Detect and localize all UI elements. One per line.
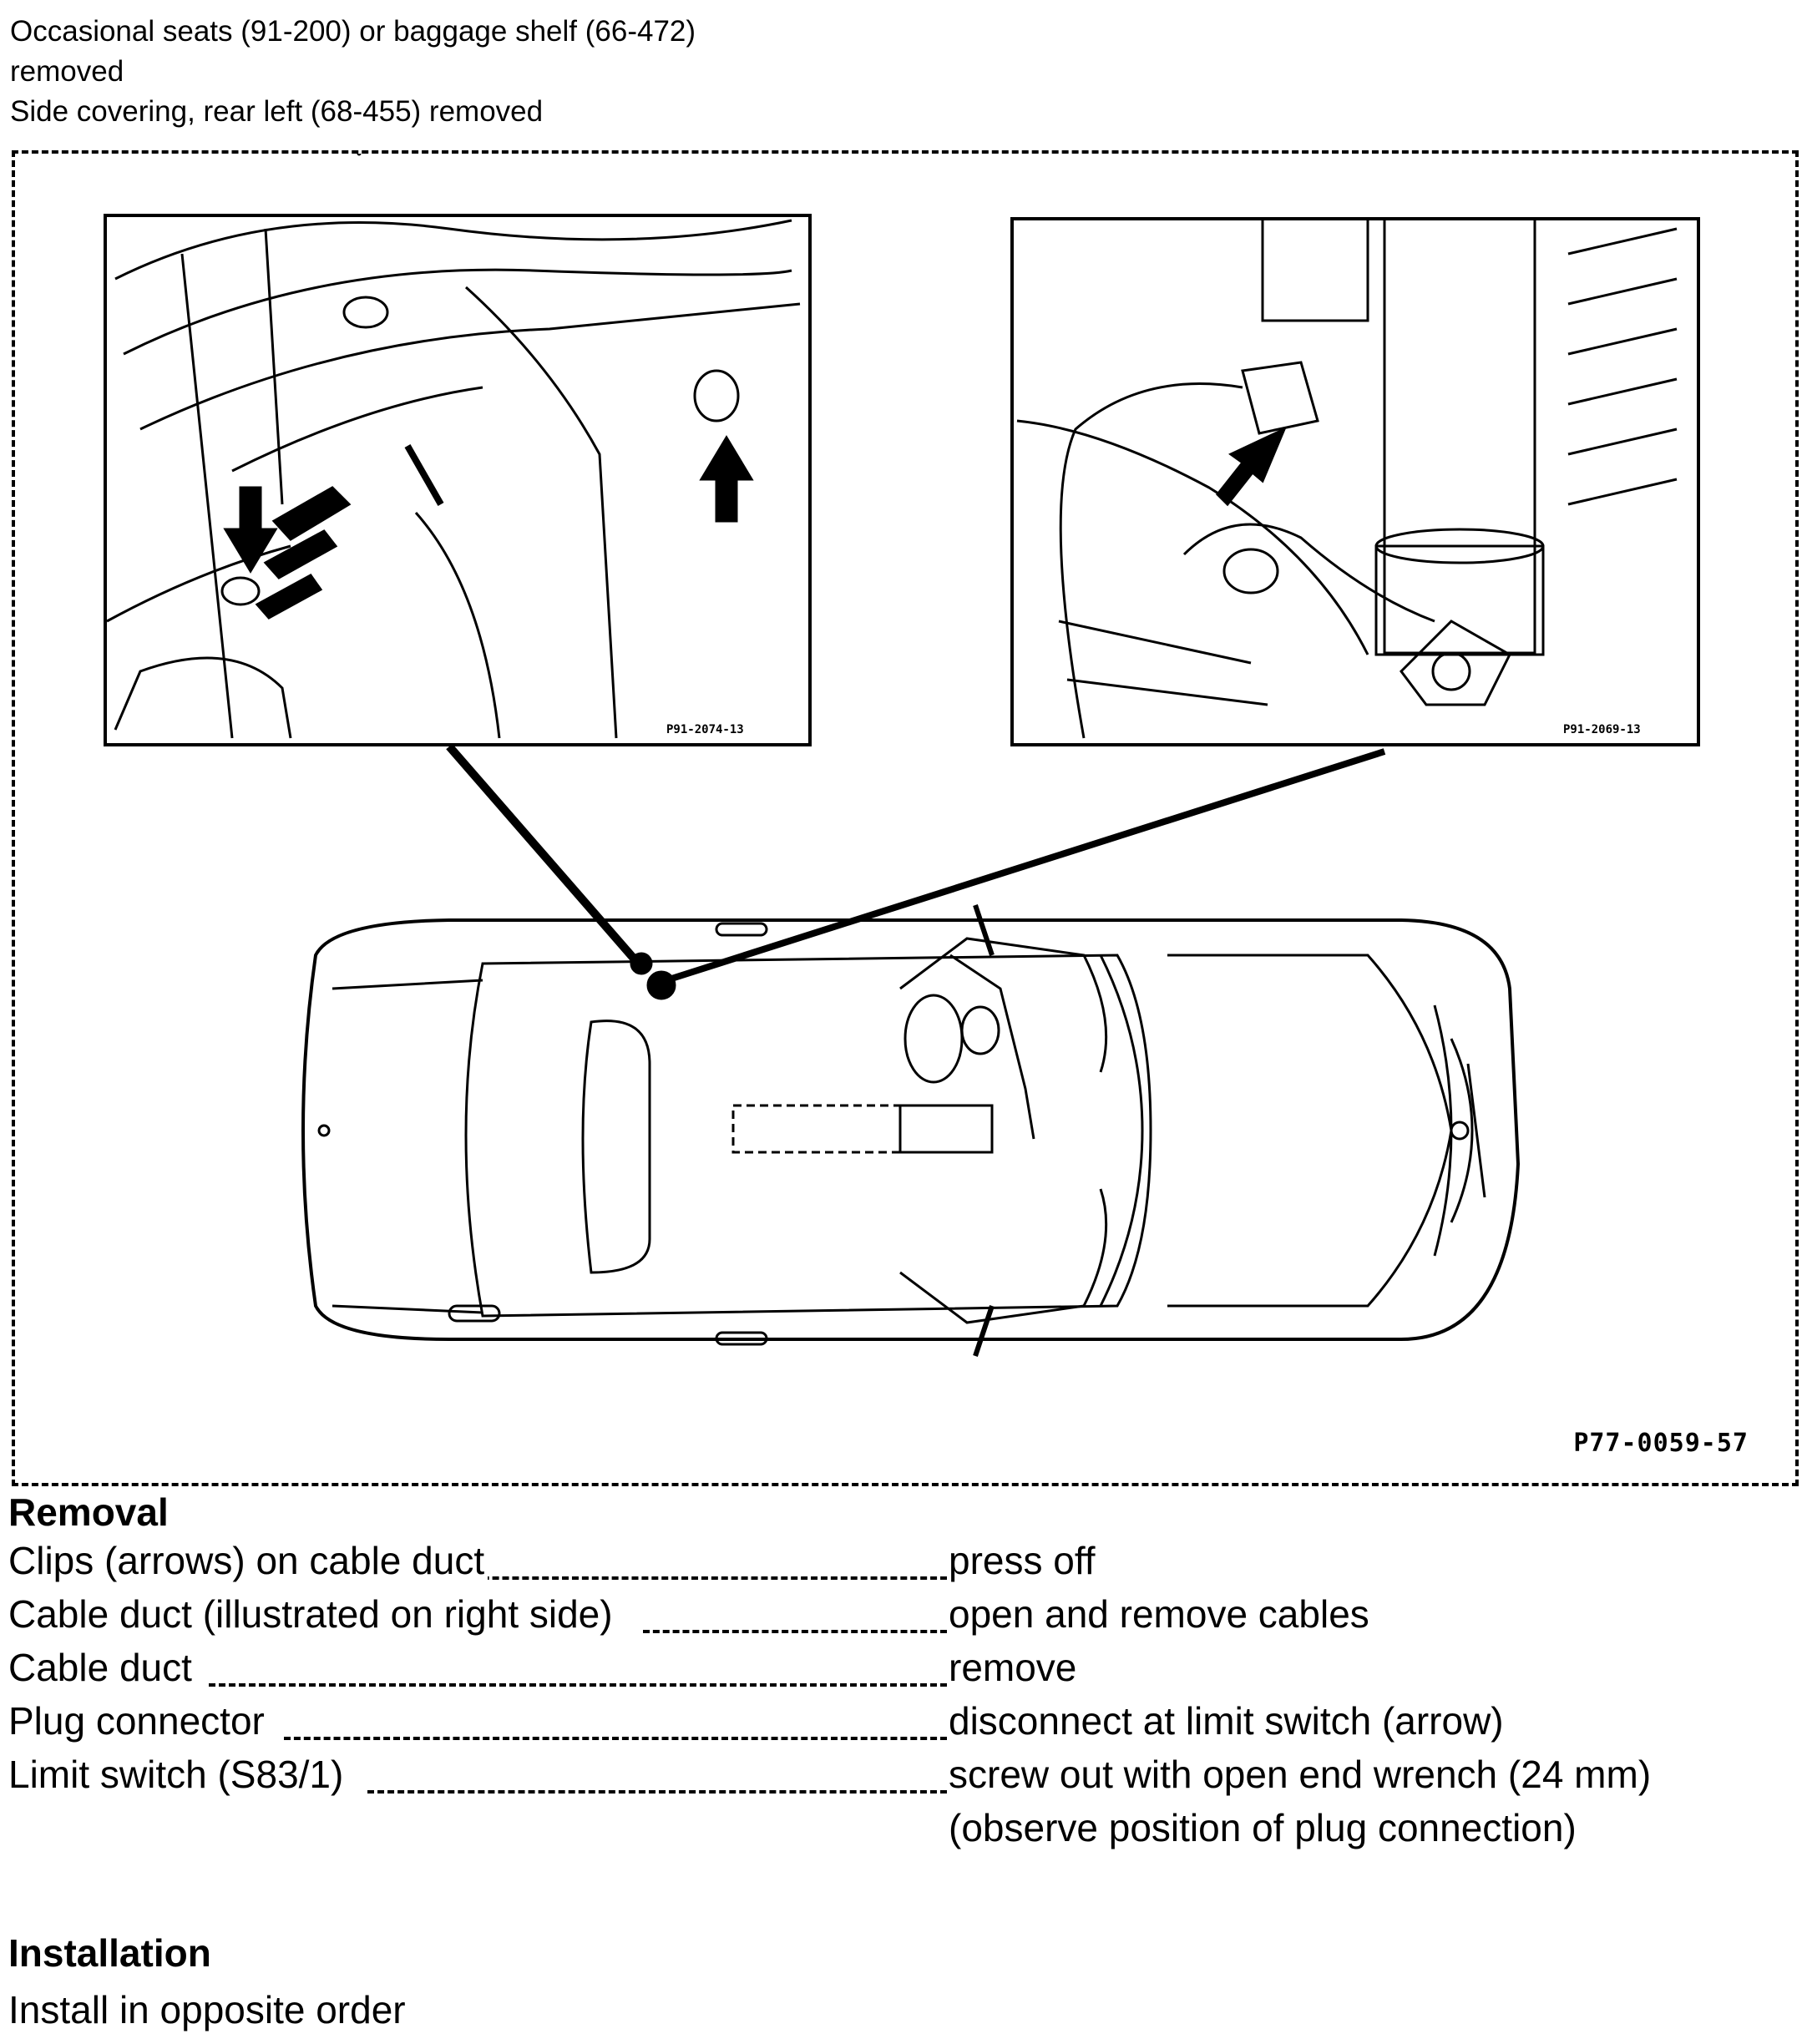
step-action: screw out with open end wrench (24 mm): [949, 1753, 1652, 1796]
step-row: Limit switch (S83/1) screw out with open…: [8, 1752, 1795, 1805]
technical-illustration: P91-2074-13 P91-2069-13: [104, 154, 1700, 1357]
step-action: remove: [949, 1646, 1077, 1689]
illustration-frame: P91-2074-13 P91-2069-13: [12, 150, 1799, 1486]
inset-right-drawing: [1010, 217, 1700, 746]
leader-line-right: [665, 748, 1386, 984]
prerequisite-line: removed: [10, 55, 124, 88]
step-item: Cable duct: [8, 1645, 195, 1690]
installation-heading: Installation: [8, 1931, 211, 1975]
step-item: Limit switch (S83/1): [8, 1752, 347, 1797]
removal-steps: Clips (arrows) on cable duct press off C…: [8, 1538, 1795, 1860]
step-row: Plug connector disconnect at limit switc…: [8, 1698, 1795, 1752]
step-action: press off: [949, 1539, 1096, 1582]
step-action: disconnect at limit switch (arrow): [949, 1699, 1504, 1743]
prerequisite-line: Occasional seats (91-200) or baggage she…: [10, 15, 696, 48]
step-row: Clips (arrows) on cable duct press off: [8, 1538, 1795, 1591]
prerequisite-line: Side covering, rear left (68-455) remove…: [10, 95, 544, 128]
step-action: open and remove cables: [949, 1592, 1369, 1636]
inset-left-drawing: [104, 154, 812, 746]
inset-left-code: P91-2074-13: [666, 723, 744, 736]
leader-dots: [209, 1683, 947, 1687]
step-item: Plug connector: [8, 1698, 268, 1743]
installation-text: Install in opposite order: [8, 1988, 406, 2031]
leader-line-left: [446, 743, 643, 969]
step-item: Cable duct (illustrated on right side): [8, 1591, 616, 1637]
figure-code: P77-0059-57: [1573, 1429, 1749, 1458]
leader-dots: [284, 1737, 947, 1740]
step-row: Cable duct (illustrated on right side) o…: [8, 1591, 1795, 1645]
leader-dots: [367, 1790, 947, 1794]
car-top-view: [301, 904, 1521, 1357]
step-note: (observe position of plug connection): [949, 1806, 1577, 1849]
inset-right-code: P91-2069-13: [1563, 723, 1641, 736]
step-item: Clips (arrows) on cable duct: [8, 1538, 488, 1583]
removal-heading: Removal: [8, 1490, 169, 1534]
leader-dots: [643, 1630, 947, 1633]
leader-dots: [443, 1576, 947, 1580]
step-row-continuation: (observe position of plug connection): [8, 1805, 1795, 1860]
step-row: Cable duct remove: [8, 1645, 1795, 1698]
prerequisites: Occasional seats (91-200) or baggage she…: [10, 12, 1012, 132]
